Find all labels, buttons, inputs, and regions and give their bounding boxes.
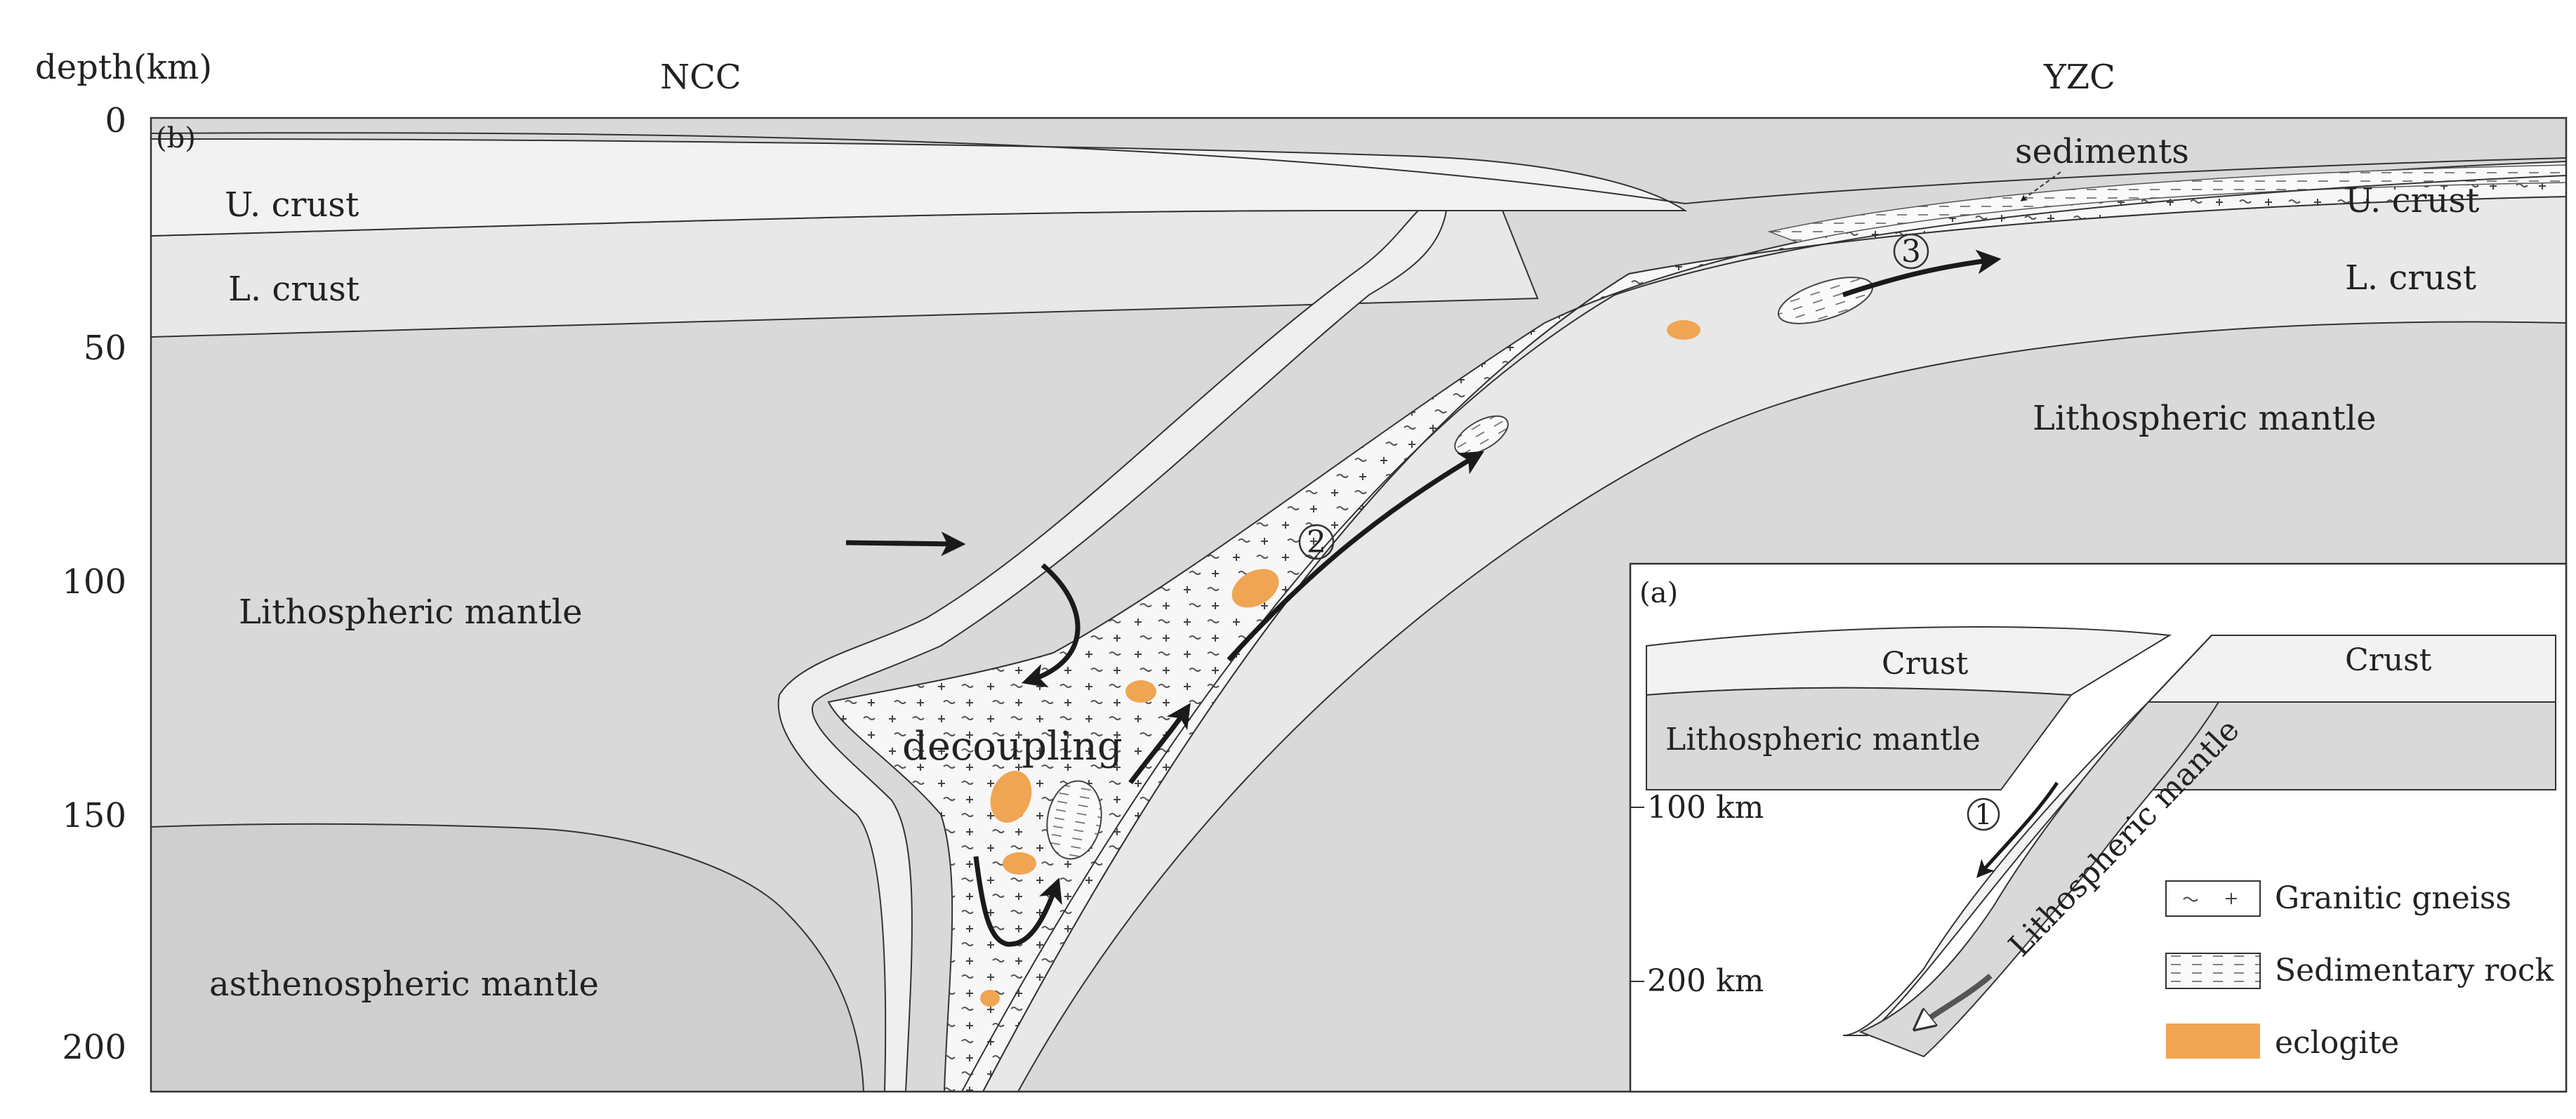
legend-label-eclogite: eclogite	[2275, 1025, 2399, 1061]
inset-lith-mantle-label: Lithospheric mantle	[1665, 722, 1981, 757]
inset-left-mantle	[1646, 687, 2073, 790]
lower-crust-right-label: L. crust	[2345, 258, 2476, 298]
flow-arrows	[845, 249, 2002, 947]
depth-tick-label: 100	[62, 562, 126, 602]
depth-axis-title: depth(km)	[35, 48, 212, 87]
lith-mantle-left-label: Lithospheric mantle	[239, 592, 583, 632]
arrow-corner-flow-curved	[1021, 563, 1081, 688]
arrow-stage-2	[1227, 451, 1485, 662]
arrow-stage-3	[1842, 249, 2002, 298]
sediments-label: sediments	[2015, 132, 2189, 171]
region-label-ncc: NCC	[660, 58, 741, 97]
upper-crust-left-label: U. crust	[225, 185, 359, 225]
eclogite-body	[980, 990, 1000, 1007]
legend-swatch-eclogite	[2166, 1024, 2260, 1059]
inset-crust-right-label: Crust	[2345, 642, 2432, 678]
eclogite-body	[1125, 680, 1156, 703]
legend: Granitic gneiss Sedimentary rock eclogit…	[2165, 880, 2554, 1061]
inset-descent-arrow	[1920, 973, 1993, 1025]
depth-axis: depth(km) 0 50 100 150 200	[35, 48, 212, 1067]
depth-tick-label: 200	[62, 1028, 126, 1067]
stage-1-number: 1	[1974, 799, 1992, 831]
mantle-wedge-channel	[777, 210, 1448, 1092]
sedimentary-lenses	[1046, 277, 1874, 860]
legend-label-gneiss: Granitic gneiss	[2275, 880, 2511, 916]
stage-2-number: 2	[1307, 524, 1326, 560]
depth-tick-label: 150	[62, 796, 126, 835]
eclogite-bodies	[980, 320, 1700, 1007]
legend-swatch-sedimentary	[2165, 953, 2261, 989]
sediments-leader-line	[2020, 171, 2061, 201]
inset-slab-arrow	[1976, 781, 2059, 878]
inset-slab-mantle	[1858, 701, 2220, 1058]
sed-lens	[1454, 415, 1509, 456]
eclogite-body	[990, 771, 1032, 823]
eclogite-body	[1231, 569, 1279, 608]
inset-crust-left-label: Crust	[1882, 646, 1969, 682]
lower-crust-left-label: L. crust	[228, 270, 359, 309]
depth-tick-label: 50	[84, 329, 126, 368]
stage-1-circle	[1967, 797, 2000, 831]
stage-3-circle	[1893, 233, 1929, 270]
sediment-layer	[1767, 164, 2566, 243]
depth-200km-label: 200 km	[1647, 963, 1764, 999]
arrow-base-u-turn	[973, 856, 1062, 947]
arrow-corner-flow-straight	[845, 531, 966, 557]
panel-b-tag: (b)	[156, 122, 196, 154]
region-label-yzc: YZC	[2043, 58, 2115, 97]
upper-crust-left	[151, 138, 1688, 237]
arrow-decoupling-up	[1128, 703, 1191, 785]
asthenosphere-region	[151, 823, 865, 1092]
eclogite-body	[1667, 320, 1700, 340]
eclogite-body	[1003, 852, 1036, 875]
legend-gneiss-plus	[2226, 893, 2237, 904]
legend-label-sedimentary: Sedimentary rock	[2275, 953, 2554, 988]
asthenosphere-label: asthenospheric mantle	[209, 965, 599, 1004]
legend-gneiss-symbol	[2183, 896, 2198, 902]
sed-lens	[1046, 780, 1102, 860]
legend-swatch-gneiss	[2165, 880, 2261, 917]
depth-tick-label: 0	[105, 101, 126, 140]
panel-a: 100 km 200 km Crust Crust Lithospheric m…	[1629, 562, 2568, 1093]
stage-markers: 2 3	[1298, 233, 1929, 560]
decoupling-label: decoupling	[902, 724, 1123, 769]
stage-3-number: 3	[1901, 234, 1921, 270]
lith-mantle-right-label: Lithospheric mantle	[2033, 399, 2377, 438]
stage-2-circle	[1298, 524, 1335, 560]
upper-crust-right-label: U. crust	[2345, 181, 2479, 220]
panel-a-tag: (a)	[1639, 577, 1678, 609]
slab-boundary-line	[961, 175, 2566, 1092]
depth-100km-label: 100 km	[1647, 790, 1764, 826]
crust-top-line	[151, 132, 2566, 205]
exhumation-channel-gneiss	[827, 160, 2566, 1092]
